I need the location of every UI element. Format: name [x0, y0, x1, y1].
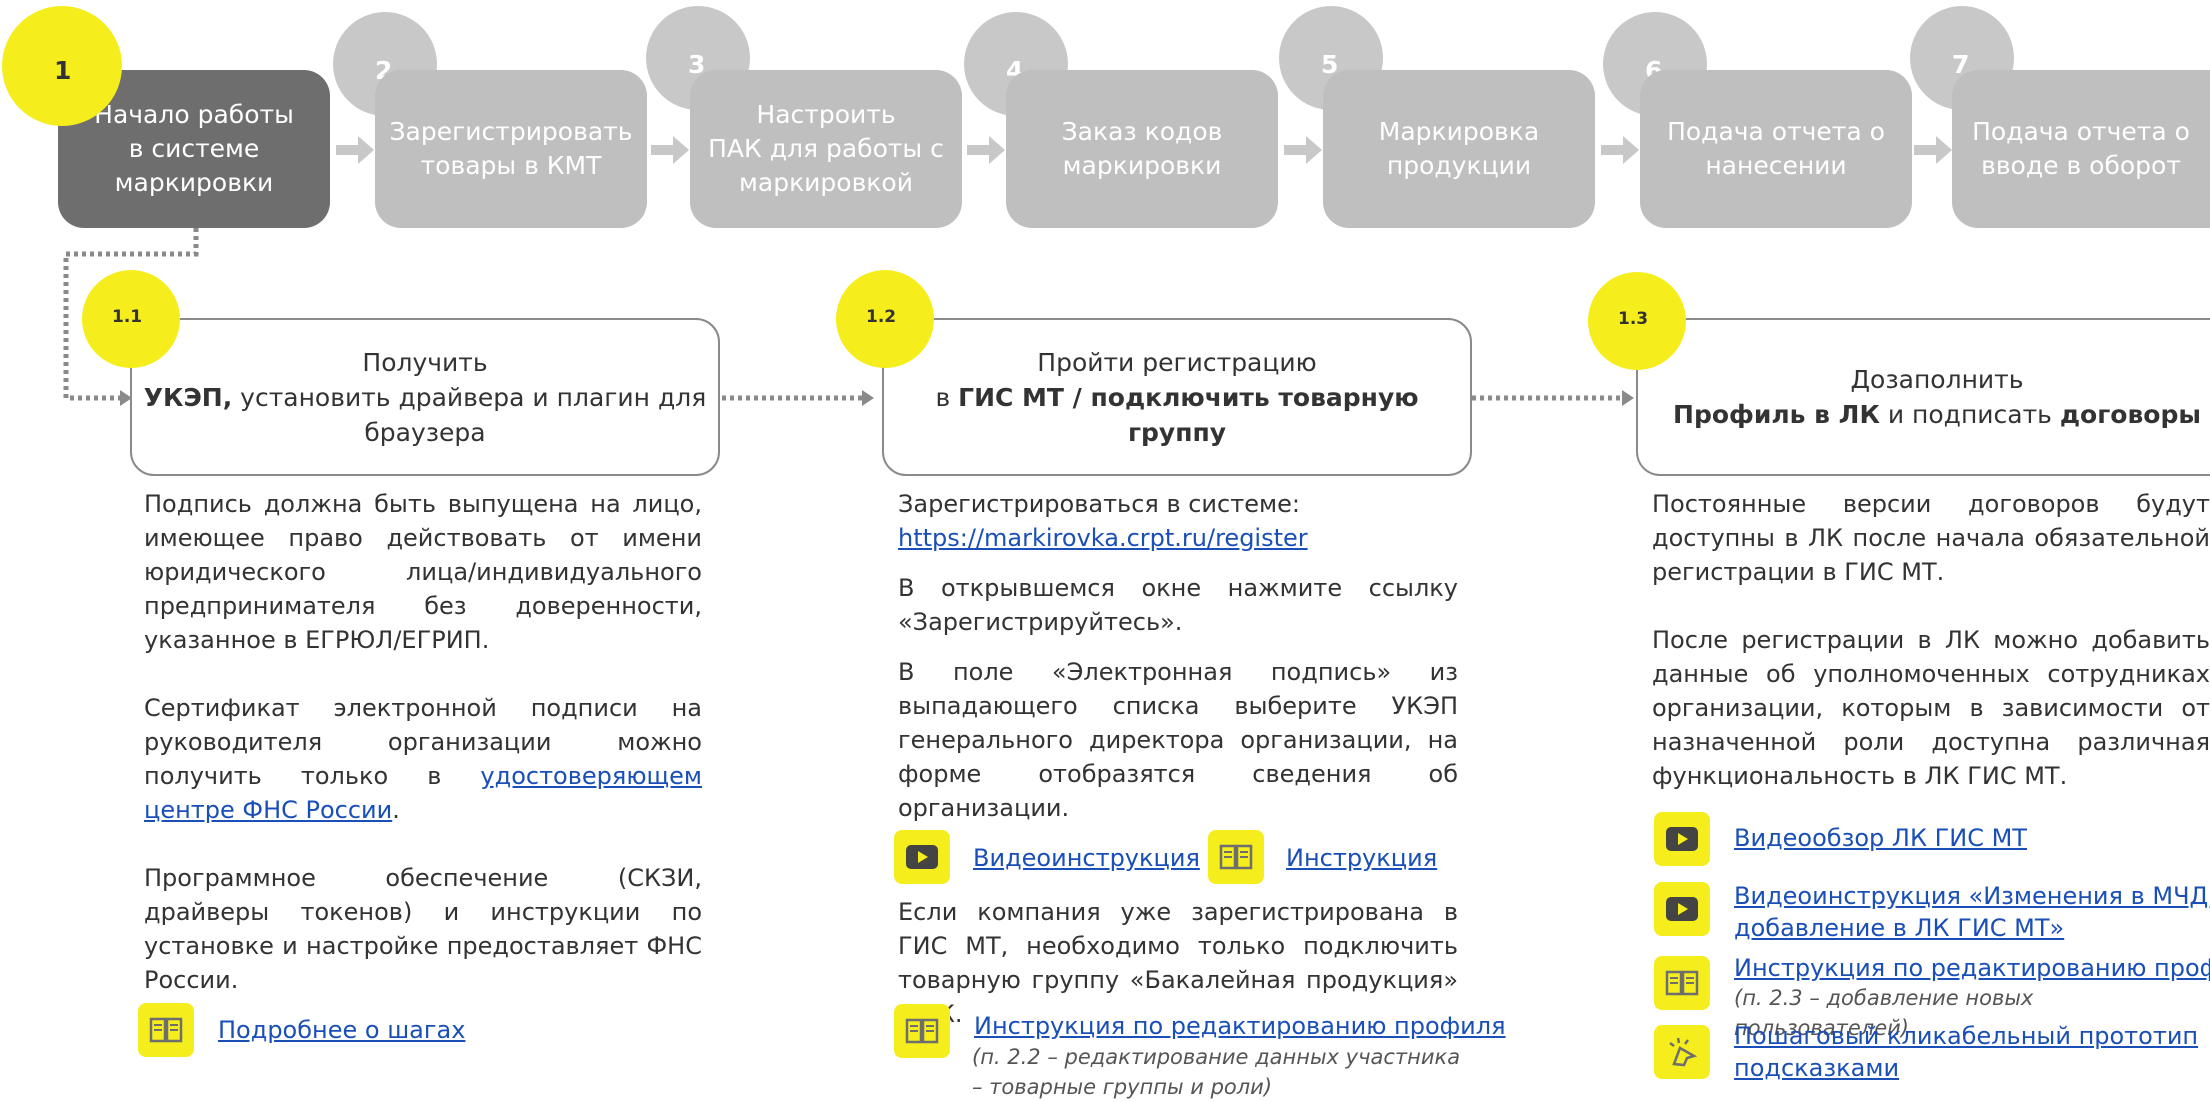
clickable-prototype: Пошаговый кликабельный прототип подсказк…: [1734, 1020, 2210, 1084]
paragraph: Сертификат электронной подписи на руково…: [144, 694, 702, 824]
substep-number-1-3: 1.3: [1588, 272, 1686, 370]
step-3-box[interactable]: Настроить ПАК для работы с маркировкой: [690, 70, 962, 228]
step-2-box[interactable]: Зарегистрировать товары в КМТ: [375, 70, 647, 228]
step-4-label-line: маркировки: [1062, 151, 1222, 180]
substep-1-1-box: Получить УКЭП, установить драйвера и пла…: [130, 318, 720, 476]
play-icon: [1654, 882, 1710, 936]
step-1-label-line: маркировки: [114, 168, 274, 197]
pointer-click-icon: [1654, 1025, 1710, 1079]
step-7-label-line: Подача отчета о: [1972, 117, 2190, 146]
paragraph: https://markirovka.crpt.ru/register: [898, 521, 1458, 555]
dotted-connector: [63, 228, 1634, 406]
substep-1-3-title-line2: Профиль в ЛК и подписать договоры: [1673, 400, 2201, 429]
paragraph: Если компания уже зарегистрирована в ГИС…: [898, 898, 1458, 1028]
substep-1-2-note: Если компания уже зарегистрирована в ГИС…: [898, 895, 1458, 1031]
instruction-link[interactable]: Инструкция: [1286, 844, 1438, 872]
step-6-label-line: нанесении: [1705, 151, 1847, 180]
play-icon: [1654, 812, 1710, 866]
substep-1-1-title-line2: УКЭП, установить драйвера и плагин для: [143, 382, 707, 412]
paragraph: Программное обеспечение (СКЗИ, драйверы …: [144, 864, 702, 994]
step-3-label-line: Настроить: [756, 100, 896, 129]
step-6-box[interactable]: Подача отчета о нанесении: [1640, 70, 1912, 228]
step-2-label-line: Зарегистрировать: [389, 117, 633, 146]
substep-1-1-title-line3: браузера: [364, 417, 486, 447]
step-6-label-line: Подача отчета о: [1667, 117, 1885, 146]
step-5-label-line: Маркировка: [1378, 117, 1540, 146]
step-arrow-icon: [1601, 136, 1639, 164]
clickable-prototype-link[interactable]: Пошаговый кликабельный прототип: [1734, 1022, 2199, 1050]
step-7-box[interactable]: Подача отчета о вводе в оборот: [1952, 70, 2210, 228]
substep-1-3-box: Дозаполнить Профиль в ЛК и подписать дог…: [1636, 318, 2210, 476]
paragraph: Постоянные версии договоров будут доступ…: [1652, 490, 2210, 586]
lk-video-review-link[interactable]: Видеообзор ЛК ГИС МТ: [1734, 824, 2027, 852]
substep-1-2-content: Зарегистрироваться в системе: https://ma…: [898, 487, 1458, 825]
profile-edit-link-1-3[interactable]: Инструкция по редактированию профи: [1734, 954, 2210, 982]
step-arrow-icon: [1914, 136, 1952, 164]
substep-1-2-title-line1: Пройти регистрацию: [1037, 347, 1317, 377]
book-icon: [1208, 830, 1264, 884]
clickable-prototype-link[interactable]: подсказками: [1734, 1054, 1900, 1082]
mchd-video-link[interactable]: добавление в ЛК ГИС МТ»: [1734, 914, 2065, 942]
step-1-label-line: в системе: [128, 134, 260, 163]
step-arrow-icon: [967, 136, 1005, 164]
substep-1-2-title-line2: в ГИС МТ / подключить товарную группу: [935, 382, 1419, 447]
paragraph: В поле «Электронная подпись» из выпадающ…: [898, 658, 1458, 822]
fns-ca-link[interactable]: удостоверяющем центре ФНС России: [144, 762, 702, 824]
substep-number-1-2: 1.2: [836, 270, 934, 368]
book-icon: [138, 1003, 194, 1057]
substep-1-3-title-line1: Дозаполнить: [1850, 365, 2024, 394]
video-instruction-link[interactable]: Видеоинструкция: [973, 844, 1200, 872]
step-arrow-icon: [651, 136, 689, 164]
substep-1-2-box: Пройти регистрацию в ГИС МТ / подключить…: [882, 318, 1472, 476]
step-3-label-line: маркировкой: [739, 168, 913, 197]
step-number-1: 1: [2, 6, 122, 126]
mchd-video-instruction: Видеоинструкция «Изменения в МЧД и е доб…: [1734, 880, 2210, 944]
mchd-video-link[interactable]: Видеоинструкция «Изменения в МЧД и е: [1734, 882, 2210, 910]
step-2-label-line: товары в КМТ: [420, 151, 602, 180]
add-users-note: (п. 2.3 – добавление новых пользователей…: [1734, 986, 2034, 1040]
paragraph: После регистрации в ЛК можно добавить да…: [1652, 626, 2210, 790]
play-icon: [894, 830, 950, 884]
step-1-label-line: Начало работы: [94, 100, 294, 129]
step-arrow-icon: [1284, 136, 1322, 164]
paragraph: В открывшемся окне нажмите ссылку «Зарег…: [898, 574, 1458, 636]
step-arrow-icon: [336, 136, 374, 164]
profile-edit-note: (п. 2.2 – редактирование данных участник…: [972, 1045, 1461, 1099]
step-5-box[interactable]: Маркировка продукции: [1323, 70, 1595, 228]
step-4-label-line: Заказ кодов: [1061, 117, 1223, 146]
step-5-label-line: продукции: [1386, 151, 1532, 180]
substep-1-1-content: Подпись должна быть выпущена на лицо, им…: [144, 487, 702, 997]
book-icon: [894, 1004, 950, 1058]
substep-1-1-title-line1: Получить: [362, 347, 488, 377]
paragraph: Зарегистрироваться в системе:: [898, 490, 1300, 518]
step-7-label-line: вводе в оборот: [1981, 151, 2181, 180]
paragraph: Подпись должна быть выпущена на лицо, им…: [144, 490, 702, 654]
step-3-label-line: ПАК для работы с: [708, 134, 944, 163]
book-icon: [1654, 956, 1710, 1010]
more-about-steps-link[interactable]: Подробнее о шагах: [218, 1016, 466, 1044]
profile-edit-instruction-link[interactable]: Инструкция по редактированию профиля: [974, 1012, 1506, 1040]
register-link[interactable]: https://markirovka.crpt.ru/register: [898, 524, 1308, 552]
substep-1-3-content: Постоянные версии договоров будут доступ…: [1652, 487, 2210, 793]
step-4-box[interactable]: Заказ кодов маркировки: [1006, 70, 1278, 228]
substep-number-1-1: 1.1: [82, 270, 180, 368]
